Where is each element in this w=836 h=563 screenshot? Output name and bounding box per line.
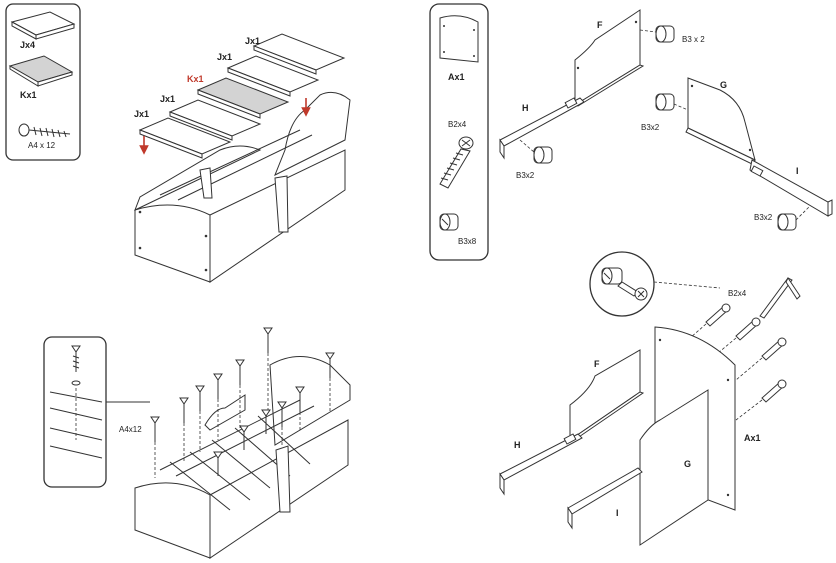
- cam-qty-label: B3x8: [458, 237, 477, 246]
- slat-j-3: [226, 55, 320, 97]
- step-rails-panel: Ax1 B2x4 B3x8: [429, 3, 833, 261]
- rail-connector-i-bottom: [567, 467, 643, 530]
- screw-10: [213, 451, 223, 476]
- step-attach-headboard-panel: B2x4 F H G: [499, 251, 801, 546]
- parts-legend-slats: Jx4 Kx1 A4 x 12: [5, 3, 81, 161]
- cam-lock-h-icon: [533, 146, 553, 164]
- wood-screw-icon: [18, 123, 71, 138]
- board-part-icon: [8, 55, 74, 87]
- board-qty-label: Kx1: [20, 90, 37, 100]
- rail-f-bottom-label: F: [594, 359, 600, 369]
- cam-g-qty-label: B3x2: [641, 123, 660, 132]
- screw-2: [179, 397, 189, 462]
- screw-4: [213, 373, 223, 440]
- rail-i-label: I: [796, 166, 799, 176]
- bolt-3: [761, 337, 787, 361]
- bed-frame-screwing-drawing: [134, 356, 351, 559]
- bed-frame-drawing: [134, 91, 351, 283]
- slat-j3-label: Jx1: [217, 52, 232, 62]
- slat-j2-label: Jx1: [160, 94, 175, 104]
- screw-11: [239, 425, 249, 450]
- headboard-qty-label: Ax1: [448, 72, 465, 82]
- side-rail-g-bottom: [639, 389, 709, 546]
- detail-screw-icon: [71, 345, 81, 372]
- detail-callout-screw: [43, 336, 107, 488]
- bolt-1: [705, 303, 731, 327]
- screw-7: [277, 401, 287, 445]
- screw-5: [235, 359, 245, 428]
- bolt-detail-qty-label: B2x4: [728, 289, 747, 298]
- rail-g-label: G: [720, 80, 727, 90]
- screw-qty-label: A4 x 12: [28, 141, 56, 150]
- cam-lock-i-icon: [777, 213, 797, 231]
- board-k: [196, 77, 290, 119]
- bolts-row: [705, 303, 787, 403]
- screw-row: [150, 327, 335, 478]
- rail-i-bottom-label: I: [616, 508, 619, 518]
- slat-j4-label: Jx1: [245, 36, 260, 46]
- detail-callout-bolt: [589, 251, 655, 317]
- screw-6: [263, 327, 273, 410]
- cam-lock-f-icon: [655, 25, 675, 43]
- headboard-a-label: Ax1: [744, 433, 761, 443]
- cam-i-qty-label: B3x2: [754, 213, 773, 222]
- screw-1: [150, 416, 160, 478]
- headboard-part-icon: [439, 15, 479, 63]
- detail-bolt-icon: [601, 267, 648, 301]
- bolt-qty-label: B2x4: [448, 120, 467, 129]
- screw-12: [261, 409, 271, 434]
- screw-9: [325, 352, 335, 412]
- step-slats-panel: Jx4 Kx1 A4 x 12: [5, 3, 351, 283]
- rail-g-bottom-label: G: [684, 459, 691, 469]
- slat-j1-label: Jx1: [134, 109, 149, 119]
- cam-lock-g-icon: [655, 93, 675, 111]
- slat-qty-label: Jx4: [20, 40, 35, 50]
- screw-detail-qty-label: A4x12: [119, 425, 142, 434]
- rail-connector-h-bottom: [499, 433, 583, 496]
- cam-lock-part-icon: [439, 213, 459, 231]
- slat-j-1: [138, 117, 232, 159]
- step-screw-slats-panel: A4x12: [43, 327, 351, 559]
- screw-8: [295, 386, 305, 432]
- bolt-4: [761, 379, 787, 403]
- rail-h-label: H: [522, 103, 529, 113]
- slat-j-4: [252, 33, 346, 75]
- parts-legend-hardware: Ax1 B2x4 B3x8: [429, 3, 489, 261]
- slat-part-icon: [10, 11, 76, 40]
- board-k-label: Kx1: [187, 74, 204, 84]
- cam-f-qty-label: B3 x 2: [682, 35, 705, 44]
- side-rail-g: [685, 77, 756, 165]
- bolt-part-icon: [439, 136, 474, 189]
- side-rail-f: [573, 9, 645, 107]
- allen-key-icon: [759, 277, 801, 319]
- screw-3: [195, 385, 205, 452]
- rail-f-label: F: [597, 20, 603, 30]
- slat-j-2: [168, 99, 262, 141]
- rail-h-bottom-label: H: [514, 440, 521, 450]
- cam-h-qty-label: B3x2: [516, 171, 535, 180]
- bolt-2: [735, 317, 761, 341]
- rail-connector-h: [499, 97, 585, 160]
- side-rail-f-bottom: [568, 349, 645, 442]
- rail-connector-i: [749, 159, 833, 217]
